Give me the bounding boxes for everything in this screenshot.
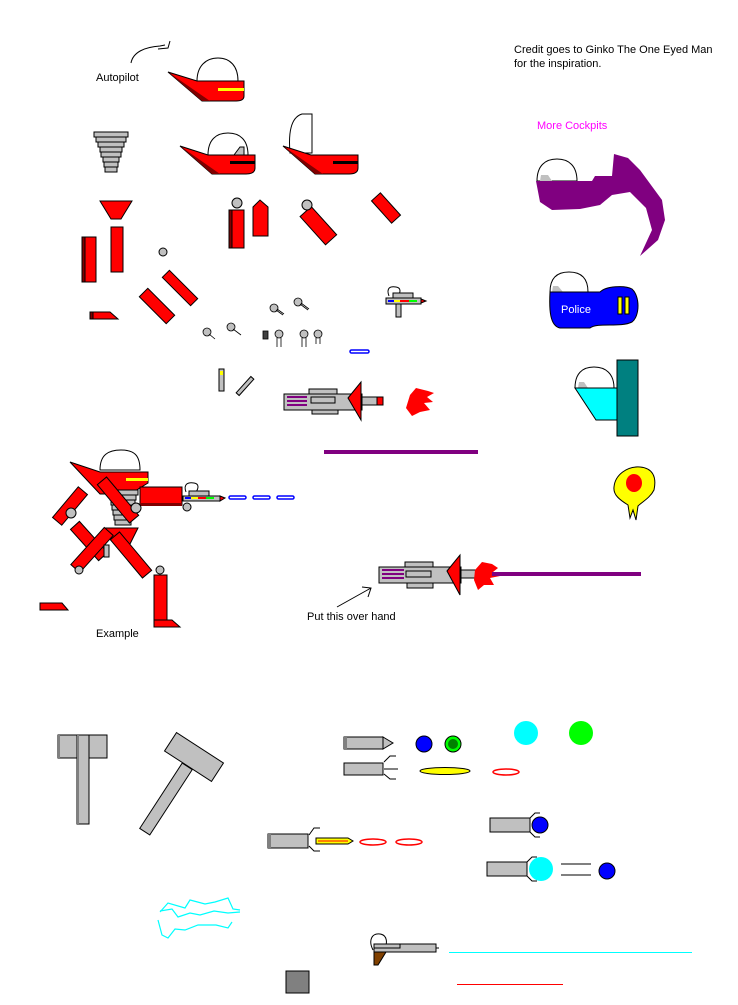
autopilot-cockpit — [167, 57, 245, 102]
purple-beam — [492, 572, 641, 576]
police-label: Police — [561, 304, 591, 316]
cockpit-closed — [179, 132, 256, 175]
autopilot-label: Autopilot — [96, 72, 139, 84]
purple-cockpit — [536, 154, 665, 256]
more-cockpits-label: More Cockpits — [537, 120, 608, 132]
police-cockpit — [549, 271, 639, 329]
blaster-pistol — [385, 286, 428, 318]
torso-coil — [93, 131, 129, 173]
laser-bolts-fired — [228, 495, 295, 500]
arrow-pointer-icon — [336, 586, 372, 608]
robot-example — [39, 449, 227, 628]
pelvis — [99, 200, 133, 220]
credit-line-2: for the inspiration. — [514, 58, 602, 70]
hammer-upright — [57, 734, 108, 825]
small-rods — [218, 368, 255, 397]
cockpit-open — [282, 113, 359, 175]
red-bolt — [395, 838, 423, 846]
cyan-beam — [449, 952, 692, 953]
put-over-hand-label: Put this over hand — [307, 611, 396, 623]
drill-tools — [343, 736, 398, 780]
energy-orbs — [415, 721, 593, 753]
red-bolt — [359, 838, 387, 846]
hammer-tilted — [139, 731, 225, 836]
orb-launcher-charged — [486, 856, 616, 882]
purple-beam — [324, 450, 478, 454]
lightning-bolt — [157, 897, 241, 939]
leg-segments — [81, 226, 124, 320]
credit-line-1: Credit goes to Ginko The One Eyed Man — [514, 44, 713, 56]
gray-block — [285, 970, 310, 994]
rifle — [370, 933, 439, 966]
yellow-bolt — [419, 767, 471, 775]
autopilot-arrow-icon — [130, 40, 171, 64]
cyan-cockpit — [574, 359, 639, 437]
example-label: Example — [96, 628, 139, 640]
rocket-launcher — [283, 380, 384, 422]
red-beam — [457, 984, 563, 985]
hands — [202, 297, 323, 347]
arm-segments — [138, 192, 402, 325]
joint-balls — [158, 197, 313, 257]
claw-gun — [267, 827, 354, 852]
flame-burst — [406, 388, 434, 416]
orb-launcher — [489, 812, 549, 838]
rocket-launcher-firing — [378, 553, 478, 596]
explosion-splat — [613, 466, 656, 521]
red-bolt — [492, 768, 520, 776]
laser-bolt-blue — [349, 349, 370, 354]
flame-burst — [474, 562, 500, 590]
